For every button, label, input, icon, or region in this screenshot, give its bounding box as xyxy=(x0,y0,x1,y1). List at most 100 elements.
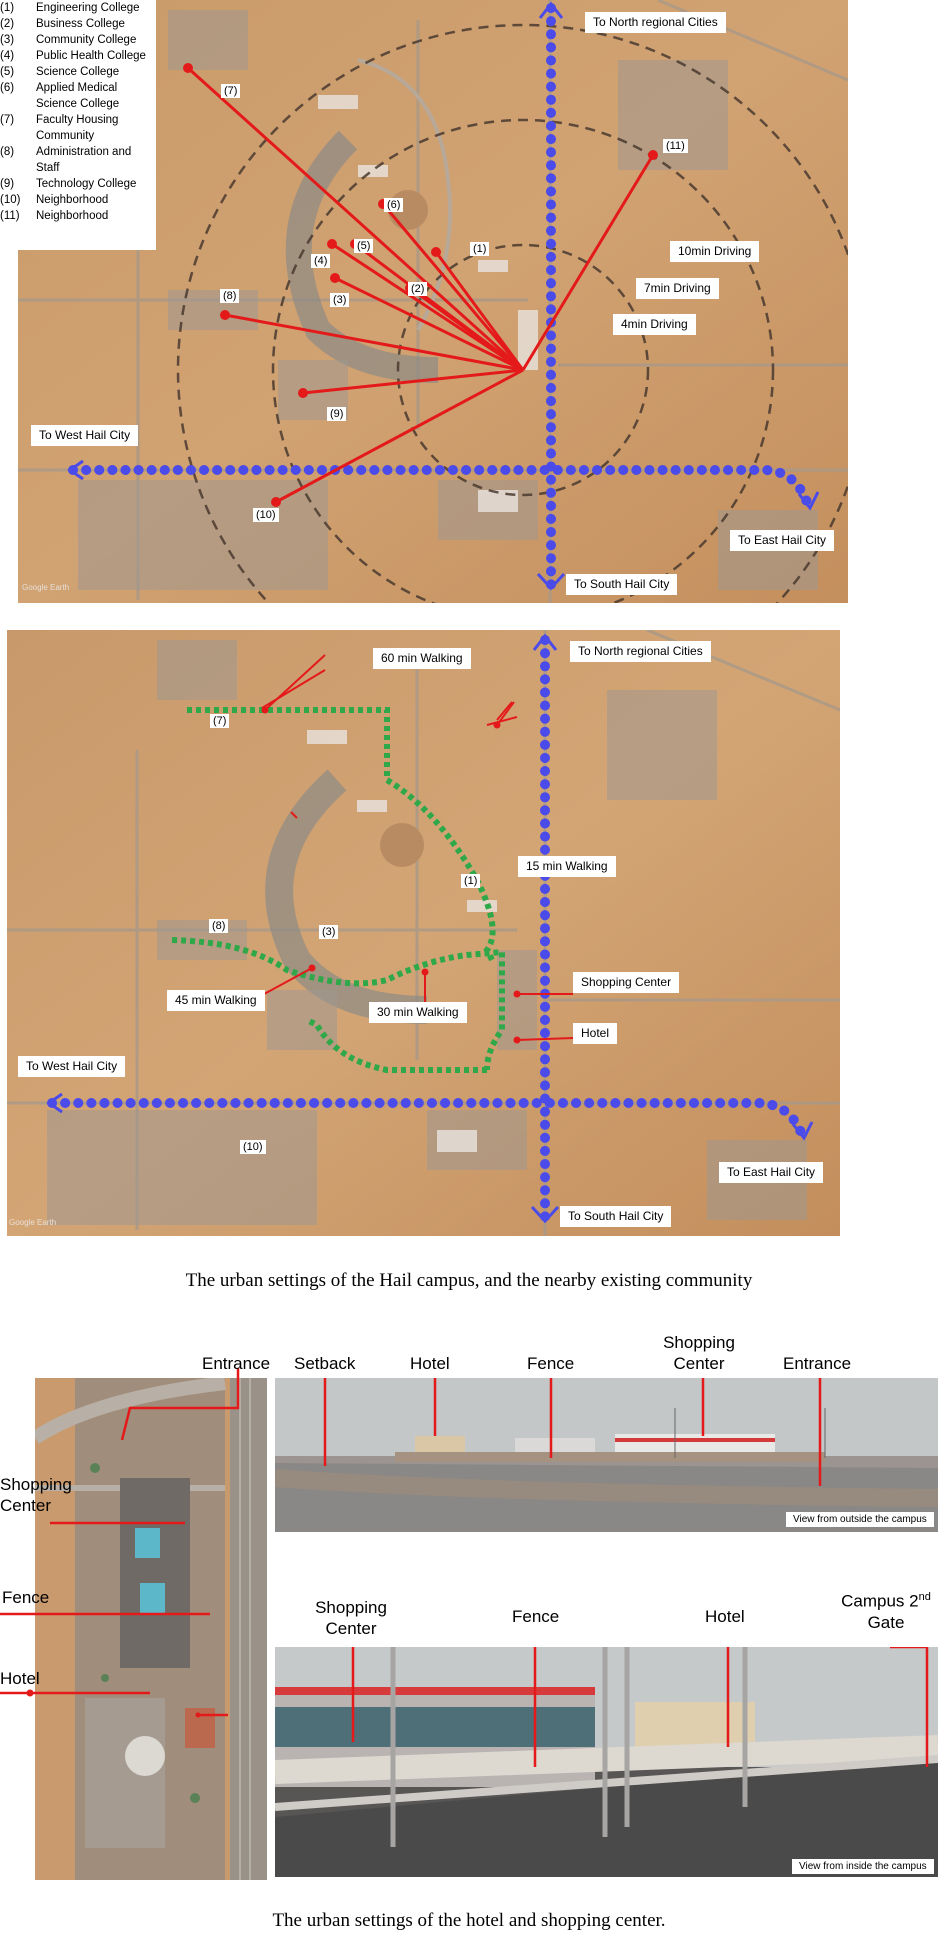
legend-item: (3)Community College xyxy=(0,32,156,48)
label-south: To South Hail City xyxy=(560,1206,672,1227)
marker-7: (7) xyxy=(210,714,230,728)
legend-key: (4) xyxy=(0,50,15,62)
photo-outside-campus: View from outside the campus xyxy=(275,1378,938,1532)
legend-key: (7) xyxy=(0,114,15,126)
legend-item: (9) Technology College xyxy=(0,176,156,192)
aerial-hotel-shopping xyxy=(35,1378,267,1880)
view-tag-outside: View from outside the campus xyxy=(786,1512,934,1527)
photo-inside-campus: View from inside the campus xyxy=(275,1647,938,1877)
label-north: To North regional Cities xyxy=(570,641,711,662)
legend-item: (2) Business College xyxy=(0,16,156,32)
label-walk-15: 15 min Walking xyxy=(518,856,616,877)
label-fence: Fence xyxy=(527,1354,575,1373)
label-north: To North regional Cities xyxy=(585,12,726,33)
legend-key: (1) xyxy=(0,2,15,14)
legend-text: Applied Medical Science College xyxy=(36,82,120,110)
legend-text: Community College xyxy=(36,34,137,46)
marker-10: (10) xyxy=(253,508,279,522)
label-east: To East Hail City xyxy=(719,1162,824,1183)
legend-key: (2) xyxy=(0,18,15,30)
gate-text: Campus 2 xyxy=(841,1591,919,1611)
marker-11: (11) xyxy=(663,139,688,153)
gate-tail: Gate xyxy=(867,1612,905,1632)
caption-hotel-shopping: The urban settings of the hotel and shop… xyxy=(272,1910,666,1931)
legend-text: Faculty Housing Community xyxy=(36,114,119,142)
legend-text: Technology College xyxy=(36,178,137,190)
label-setback: Setback xyxy=(294,1354,356,1373)
label-south: To South Hail City xyxy=(566,574,678,595)
legend-item: (11) Neighborhood xyxy=(0,208,156,224)
legend-key: (5) xyxy=(0,66,15,78)
legend-key: (6) xyxy=(0,82,15,94)
label-hotel: Hotel xyxy=(0,1669,40,1688)
label-entrance: Entrance xyxy=(202,1354,271,1373)
marker-4: (4) xyxy=(311,254,331,268)
gate-superscript: nd xyxy=(918,1591,931,1603)
legend: (1) Engineering College (2) Business Colleg… xyxy=(0,0,156,250)
marker-8: (8) xyxy=(220,289,240,303)
legend-key: (8) xyxy=(0,146,15,158)
caption-campus: The urban settings of the Hail campus, a… xyxy=(185,1270,753,1291)
label-shopping-center: Shopping Center xyxy=(573,972,680,993)
label-shopping-center: Shopping Center xyxy=(0,1475,72,1515)
legend-key: (10) xyxy=(0,194,21,206)
label-walk-45: 45 min Walking xyxy=(167,990,265,1011)
label-west: To West Hail City xyxy=(18,1056,126,1077)
satellite-image-walking xyxy=(7,630,840,1236)
legend-text: Neighborhood xyxy=(36,210,109,222)
marker-6: (6) xyxy=(384,198,404,212)
legend-item: (1) Engineering College xyxy=(0,0,156,16)
legend-text: Administration and Staff xyxy=(36,146,132,174)
label-shopping-center: Shopping Center xyxy=(315,1598,387,1638)
marker-3: (3) xyxy=(319,925,339,939)
marker-5: (5) xyxy=(354,239,374,253)
label-fence: Fence xyxy=(2,1588,50,1607)
legend-text: Business College xyxy=(36,18,125,30)
marker-8: (8) xyxy=(209,919,229,933)
photo-outside-image xyxy=(275,1378,938,1532)
marker-10: (10) xyxy=(240,1140,266,1154)
marker-1: (1) xyxy=(470,242,490,256)
photo-inside-image xyxy=(275,1647,938,1877)
label-hotel: Hotel xyxy=(573,1023,618,1044)
google-earth-watermark: Google Earth xyxy=(9,1218,57,1227)
legend-item: (6) Applied Medical Science College xyxy=(0,80,156,112)
legend-item: (4) Public Health College xyxy=(0,48,156,64)
marker-3: (3) xyxy=(330,293,350,307)
view-tag-inside: View from inside the campus xyxy=(792,1859,934,1874)
map-walking: To North regional Cities To West Hail Ci… xyxy=(7,630,840,1236)
legend-key: (11) xyxy=(0,210,20,222)
legend-text: Neighborhood xyxy=(36,194,109,206)
legend-item: (10) Neighborhood xyxy=(0,192,156,208)
label-walk-30: 30 min Walking xyxy=(369,1002,467,1023)
marker-9: (9) xyxy=(327,407,347,421)
legend-text: Engineering College xyxy=(36,2,140,14)
photo1-callout-lines xyxy=(323,1378,822,1486)
label-campus-gate: Campus 2nd Gate xyxy=(836,1587,936,1633)
marker-1: (1) xyxy=(461,874,481,888)
legend-item: (5) Science College xyxy=(0,64,156,80)
aerial-image xyxy=(35,1378,267,1880)
google-earth-watermark: Google Earth xyxy=(22,583,70,592)
label-drive-10: 10min Driving xyxy=(670,241,760,262)
map-driving: To North regional Cities To West Hail Ci… xyxy=(18,0,848,603)
label-hotel: Hotel xyxy=(705,1607,745,1626)
label-shopping-center: Shopping Center xyxy=(663,1333,735,1373)
marker-2: (2) xyxy=(408,282,428,296)
label-west: To West Hail City xyxy=(31,425,139,446)
label-east: To East Hail City xyxy=(730,530,835,551)
marker-7: (7) xyxy=(221,84,241,98)
label-drive-4: 4min Driving xyxy=(613,314,696,335)
legend-text: Public Health College xyxy=(36,50,146,62)
label-walk-60: 60 min Walking xyxy=(373,648,471,669)
label-fence: Fence xyxy=(512,1607,560,1626)
legend-item: (7) Faculty Housing Community xyxy=(0,112,156,144)
label-drive-7: 7min Driving xyxy=(636,278,719,299)
label-hotel: Hotel xyxy=(410,1354,450,1373)
label-entrance: Entrance xyxy=(783,1354,852,1373)
legend-item: (8) Administration and Staff xyxy=(0,144,156,176)
aerial-callout-lines xyxy=(0,1368,240,1718)
legend-text: Science College xyxy=(36,66,120,78)
legend-key: (9) xyxy=(0,178,15,190)
photo2-callout-lines xyxy=(351,1647,929,1767)
